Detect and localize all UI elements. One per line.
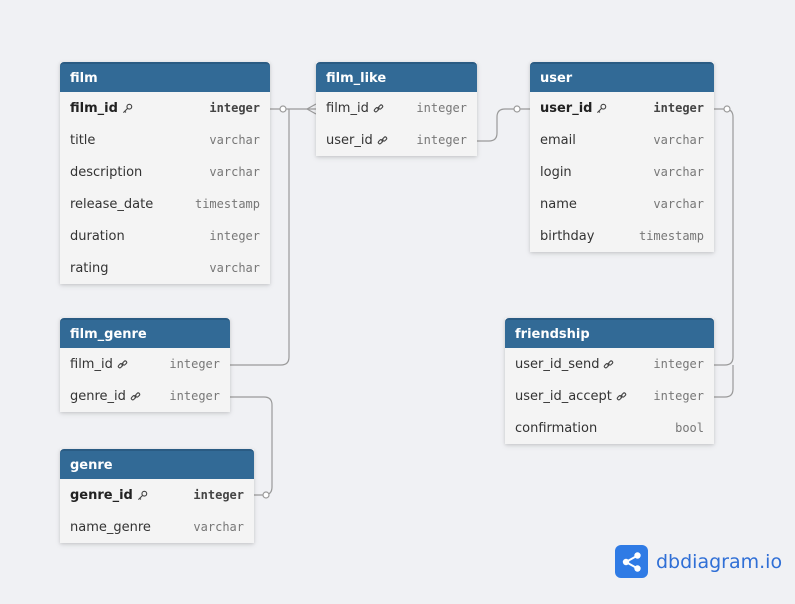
field-row[interactable]: film_id integer <box>60 92 270 124</box>
table-film_like[interactable]: film_like film_id integer user_id intege… <box>316 62 477 156</box>
field-row[interactable]: confirmation bool <box>505 412 714 444</box>
table-header[interactable]: film_genre <box>60 318 230 348</box>
field-name: confirmation <box>515 420 598 436</box>
field-name: name_genre <box>70 519 151 535</box>
field-row[interactable]: email varchar <box>530 124 714 156</box>
link-icon <box>377 135 388 146</box>
field-type: varchar <box>653 197 704 211</box>
field-type: timestamp <box>638 229 704 243</box>
field-row[interactable]: name varchar <box>530 188 714 220</box>
field-name: user_id_send <box>515 356 600 372</box>
field-name: duration <box>70 228 125 244</box>
rel-user-film_like <box>477 108 530 142</box>
field-row[interactable]: duration integer <box>60 220 270 252</box>
field-type: timestamp <box>194 197 260 211</box>
field-name: rating <box>70 260 109 276</box>
field-type: integer <box>416 133 467 147</box>
field-row[interactable]: user_id_accept integer <box>505 380 714 412</box>
share-nodes-icon <box>615 545 648 578</box>
logo-text: dbdiagram.io <box>656 550 783 573</box>
field-type: integer <box>653 389 704 403</box>
table-user[interactable]: user user_id integer email varchar login v… <box>530 62 714 252</box>
field-type: integer <box>653 101 704 115</box>
key-icon <box>137 490 148 501</box>
field-type: varchar <box>209 133 260 147</box>
field-row[interactable]: film_id integer <box>60 348 230 380</box>
field-row[interactable]: login varchar <box>530 156 714 188</box>
field-row[interactable]: release_date timestamp <box>60 188 270 220</box>
field-row[interactable]: user_id_send integer <box>505 348 714 380</box>
field-type: integer <box>653 357 704 371</box>
field-type: integer <box>193 488 244 502</box>
link-icon <box>616 391 627 402</box>
field-name: genre_id <box>70 487 133 503</box>
field-type: bool <box>675 421 704 435</box>
table-film[interactable]: film film_id integer title varchar descri… <box>60 62 270 284</box>
field-type: varchar <box>193 520 244 534</box>
field-name: release_date <box>70 196 154 212</box>
field-type: varchar <box>653 165 704 179</box>
field-name: film_id <box>70 356 113 372</box>
field-row[interactable]: title varchar <box>60 124 270 156</box>
table-friendship[interactable]: friendship user_id_send integer user_id_… <box>505 318 714 444</box>
field-type: varchar <box>653 133 704 147</box>
field-name: film_id <box>326 100 369 116</box>
link-icon <box>373 103 384 114</box>
link-icon <box>117 359 128 370</box>
field-name: user_id_accept <box>515 388 612 404</box>
table-header[interactable]: genre <box>60 449 254 479</box>
field-row[interactable]: name_genre varchar <box>60 511 254 543</box>
key-icon <box>596 103 607 114</box>
field-type: integer <box>209 229 260 243</box>
field-row[interactable]: film_id integer <box>316 92 477 124</box>
field-type: varchar <box>209 261 260 275</box>
field-row[interactable]: description varchar <box>60 156 270 188</box>
field-name: title <box>70 132 96 148</box>
field-row[interactable]: user_id integer <box>530 92 714 124</box>
table-header[interactable]: user <box>530 62 714 92</box>
rel-user-friendship <box>714 108 734 366</box>
field-name: name <box>540 196 577 212</box>
table-film_genre[interactable]: film_genre film_id integer genre_id inte… <box>60 318 230 412</box>
field-name: film_id <box>70 100 118 116</box>
field-row[interactable]: birthday timestamp <box>530 220 714 252</box>
field-name: login <box>540 164 572 180</box>
table-header[interactable]: friendship <box>505 318 714 348</box>
field-type: integer <box>169 357 220 371</box>
dbdiagram-logo[interactable]: dbdiagram.io <box>615 545 782 578</box>
table-header[interactable]: film_like <box>316 62 477 92</box>
field-type: integer <box>169 389 220 403</box>
field-row[interactable]: genre_id integer <box>60 479 254 511</box>
field-name: user_id <box>326 132 373 148</box>
field-name: genre_id <box>70 388 126 404</box>
field-type: integer <box>416 101 467 115</box>
field-row[interactable]: genre_id integer <box>60 380 230 412</box>
field-type: integer <box>209 101 260 115</box>
field-row[interactable]: user_id integer <box>316 124 477 156</box>
field-type: varchar <box>209 165 260 179</box>
field-name: user_id <box>540 100 593 116</box>
table-header[interactable]: film <box>60 62 270 92</box>
field-name: description <box>70 164 143 180</box>
field-name: birthday <box>540 228 595 244</box>
link-icon <box>603 359 614 370</box>
field-name: email <box>540 132 576 148</box>
table-genre[interactable]: genre genre_id integer name_genre varchar <box>60 449 254 543</box>
field-row[interactable]: rating varchar <box>60 252 270 284</box>
key-icon <box>122 103 133 114</box>
link-icon <box>130 391 141 402</box>
